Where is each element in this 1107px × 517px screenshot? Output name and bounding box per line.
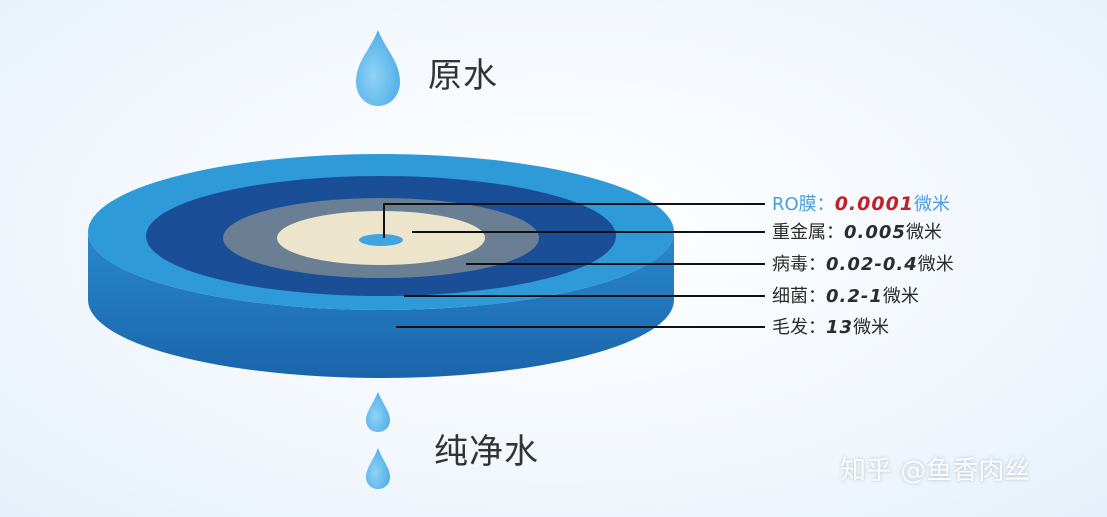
raw-water-label: 原水 — [428, 56, 498, 96]
layer-value: 13 — [826, 317, 854, 338]
layer-value: 0.0001 — [834, 193, 915, 215]
layer-ro-membrane — [359, 234, 403, 246]
layer-value: 0.005 — [844, 222, 906, 243]
layer-name: RO膜： — [772, 194, 835, 215]
layer-label-bacteria: 细菌：0.2-1微米 — [772, 286, 919, 308]
layer-label-ro: RO膜：0.0001微米 — [772, 193, 950, 216]
pure-water-drop-icon — [366, 448, 390, 489]
layer-value: 0.2-1 — [826, 286, 883, 307]
layer-unit: 微米 — [905, 222, 942, 243]
raw-water-drop-icon — [356, 30, 400, 106]
layer-unit: 微米 — [917, 254, 954, 275]
layer-unit: 微米 — [882, 286, 919, 307]
layer-name: 病毒： — [772, 254, 826, 275]
pure-water-drop-icon — [366, 392, 390, 432]
layer-label-heavy-metal: 重金属：0.005微米 — [772, 222, 942, 244]
layer-value: 0.02-0.4 — [826, 254, 918, 275]
disc-side — [88, 232, 674, 378]
layer-label-virus: 病毒：0.02-0.4微米 — [772, 254, 954, 276]
layer-unit: 微米 — [914, 194, 951, 215]
layer-name: 细菌： — [772, 286, 826, 307]
layer-name: 毛发： — [772, 317, 826, 338]
layer-label-hair: 毛发：13微米 — [772, 317, 889, 339]
leader-ro — [383, 203, 765, 238]
pure-water-label: 纯净水 — [434, 432, 539, 472]
watermark: 知乎 @鱼香肉丝 — [840, 456, 1031, 486]
layer-unit: 微米 — [853, 317, 890, 338]
layer-name: 重金属： — [772, 222, 844, 243]
